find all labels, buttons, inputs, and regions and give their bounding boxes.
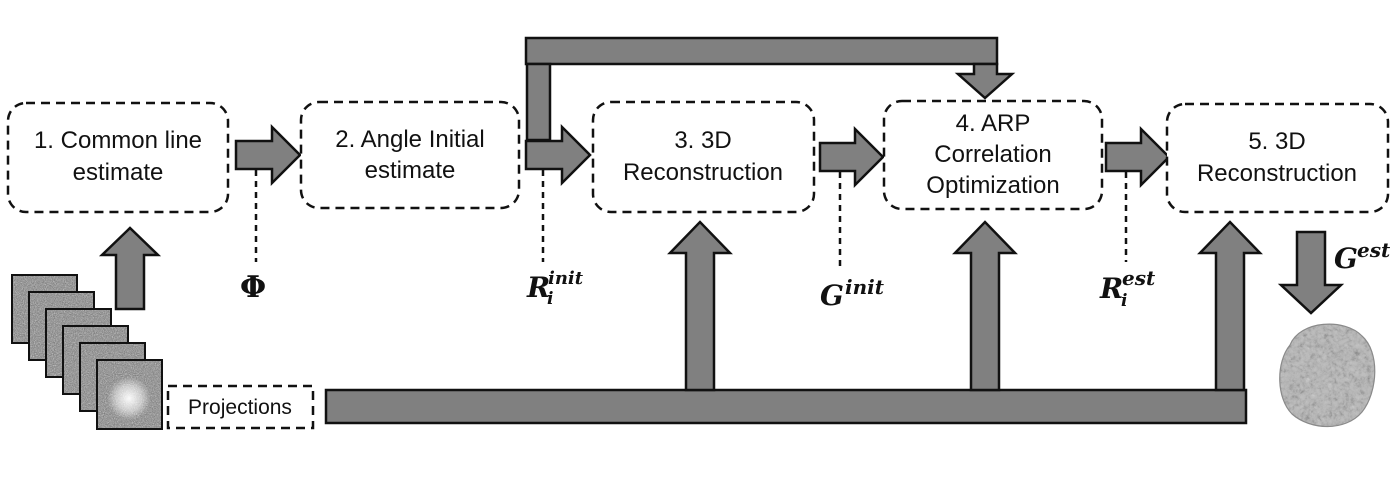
step-1-line-2: estimate <box>73 159 164 186</box>
step-3-box: 3. 3D Reconstruction <box>591 100 816 214</box>
r-init-sub: i <box>547 289 553 309</box>
symbol-phi: Φ <box>240 270 266 305</box>
down-arrow-gest <box>1277 230 1345 315</box>
step-1-line-1: 1. Common line <box>34 127 202 154</box>
g-est-base: G <box>1334 242 1358 275</box>
r-est-sub: i <box>1121 291 1127 311</box>
g-est-sup: est <box>1357 238 1391 262</box>
symbol-g-init: G init <box>820 275 885 312</box>
r-est-sup: est <box>1122 266 1156 290</box>
step-4-line-2: Correlation <box>934 141 1051 168</box>
arrow-step2-to-step3 <box>524 123 592 187</box>
symbol-g-est: G est <box>1334 238 1391 275</box>
g-init-sup: init <box>845 275 885 299</box>
step-4-line-1: 4. ARP <box>956 110 1031 137</box>
arrow-step3-to-step4 <box>818 125 885 189</box>
up-arrow-to-step3 <box>667 220 733 392</box>
phi-symbol: Φ <box>240 270 266 305</box>
projections-label: Projections <box>188 396 292 419</box>
step-4-line-3: Optimization <box>926 172 1059 199</box>
step-1-box: 1. Common line estimate <box>6 101 230 214</box>
symbol-r-init: R i init <box>526 268 584 309</box>
step-3-line-1: 3. 3D <box>674 127 731 154</box>
step-5-line-1: 5. 3D <box>1248 128 1305 155</box>
r-init-sup: init <box>548 268 584 289</box>
step-4-box: 4. ARP Correlation Optimization <box>882 99 1104 211</box>
up-arrow-to-step1 <box>98 226 162 311</box>
up-arrow-to-step5 <box>1197 220 1263 392</box>
up-arrow-to-step4 <box>952 220 1018 392</box>
step-2-line-2: estimate <box>365 157 456 184</box>
projection-image-6 <box>96 359 163 430</box>
arrow-step4-to-step5 <box>1104 125 1171 189</box>
step-5-line-2: Reconstruction <box>1197 160 1357 187</box>
projections-bus <box>324 388 1248 425</box>
projection-stack <box>11 274 163 430</box>
arrow-step1-to-step2 <box>234 123 302 187</box>
projections-box: Projections <box>166 384 315 430</box>
reconstructed-molecule-image <box>1279 323 1376 428</box>
step-2-line-1: 2. Angle Initial <box>335 126 484 153</box>
step-5-box: 5. 3D Reconstruction <box>1165 102 1390 214</box>
r-init-base: R <box>526 271 550 304</box>
g-init-base: G <box>820 279 844 312</box>
r-est-base: R <box>1099 272 1123 305</box>
step-2-box: 2. Angle Initial estimate <box>299 100 521 210</box>
feedback-connector <box>524 36 1016 142</box>
step-3-line-2: Reconstruction <box>623 159 783 186</box>
symbol-r-est: R i est <box>1099 266 1156 311</box>
